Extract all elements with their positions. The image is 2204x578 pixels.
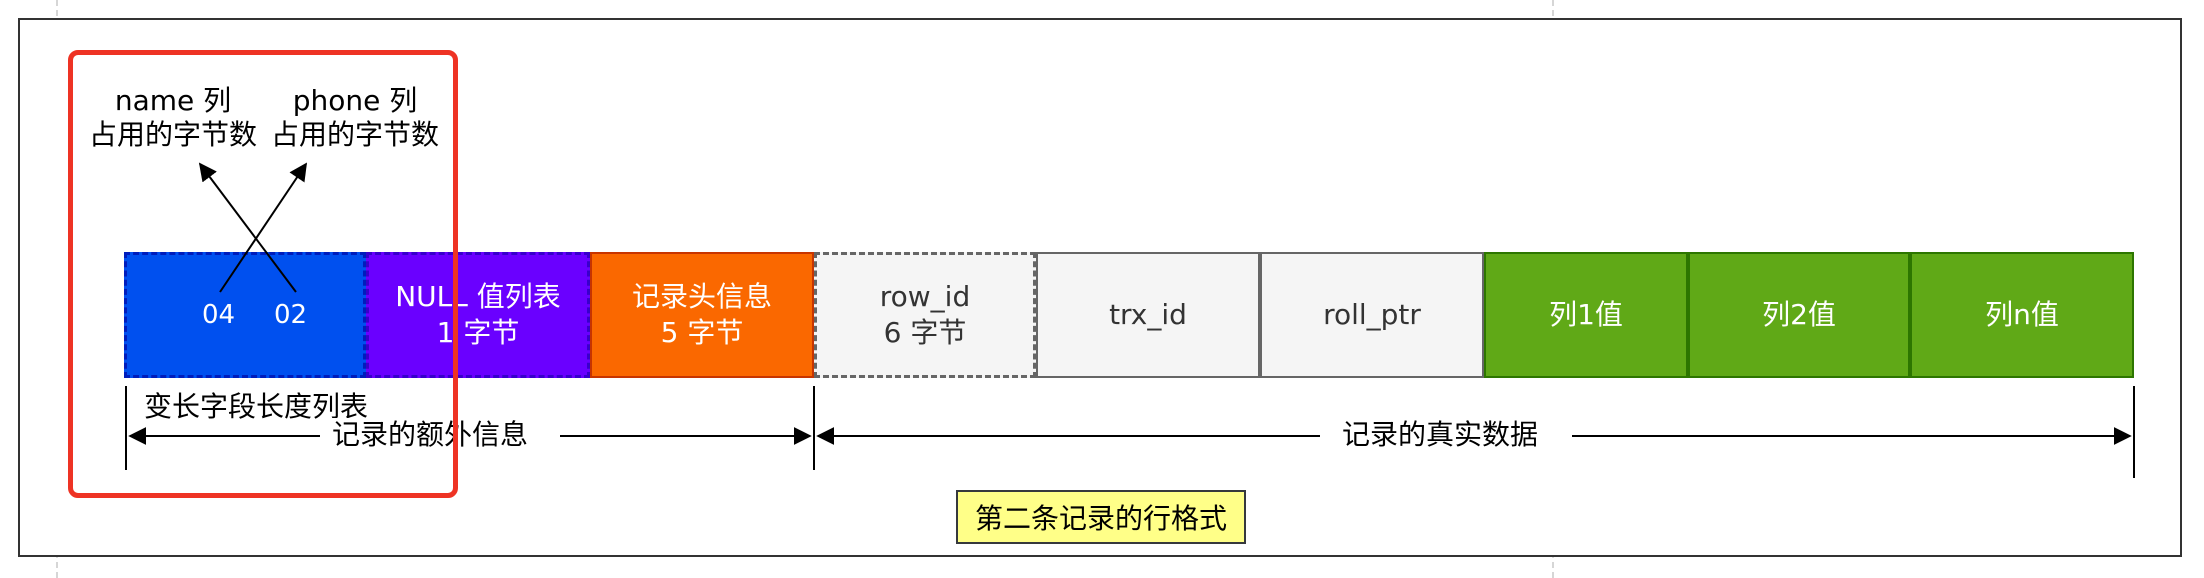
real-data-label: 记录的真实数据 [1332, 418, 1549, 452]
row-id-cell: row_id 6 字节 [814, 252, 1036, 378]
trx-id-cell: trx_id [1036, 252, 1260, 378]
trx-id-label: trx_id [1109, 298, 1187, 331]
extra-info-label: 记录的额外信息 [322, 418, 539, 452]
column-2-value-cell: 列2值 [1688, 252, 1910, 378]
column-2-value-label: 列2值 [1762, 298, 1836, 331]
name-length-value: 04 [202, 300, 236, 330]
record-header-title: 记录头信息 [631, 280, 772, 313]
variable-length-list-label: 变长字段长度列表 [144, 390, 369, 423]
row-id-title: row_id [879, 280, 971, 313]
name-length-arrow [198, 162, 297, 293]
null-list-title: NULL 值列表 [395, 280, 561, 313]
roll-ptr-cell: roll_ptr [1260, 252, 1484, 378]
phone-column-label: phone 列 占用的字节数 [266, 84, 444, 152]
column-n-value-label: 列n值 [1985, 298, 2059, 331]
column-n-value-cell: 列n值 [1910, 252, 2134, 378]
null-list-size: 1 字节 [436, 316, 520, 349]
phone-column-desc: 占用的字节数 [270, 118, 439, 151]
phone-length-arrow [219, 162, 308, 293]
null-list-cell: NULL 值列表 1 字节 [366, 252, 590, 378]
record-header-cell: 记录头信息 5 字节 [590, 252, 814, 378]
roll-ptr-label: roll_ptr [1323, 298, 1421, 331]
row-id-size: 6 字节 [883, 316, 967, 349]
phone-column-title: phone 列 [292, 84, 418, 117]
row-format-caption: 第二条记录的行格式 [956, 490, 1246, 544]
highlight-box [68, 50, 458, 498]
column-1-value-label: 列1值 [1549, 298, 1623, 331]
name-column-label: name 列 占用的字节数 [84, 84, 262, 152]
name-column-desc: 占用的字节数 [88, 118, 257, 151]
phone-length-value: 02 [274, 300, 308, 330]
record-header-size: 5 字节 [660, 316, 744, 349]
name-column-title: name 列 [114, 84, 232, 117]
column-1-value-cell: 列1值 [1484, 252, 1688, 378]
